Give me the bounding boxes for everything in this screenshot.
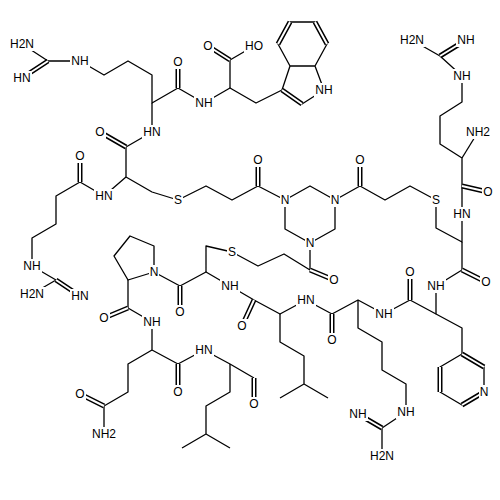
atom-label: HO bbox=[244, 39, 264, 53]
atom-label: O bbox=[252, 153, 263, 167]
atom-label: NH bbox=[142, 315, 161, 329]
atom-label: HN bbox=[70, 289, 89, 303]
atom-label: H2N bbox=[9, 37, 35, 51]
bond-path bbox=[126, 103, 335, 243]
atom-label: NH bbox=[348, 407, 367, 421]
bond-path bbox=[280, 314, 328, 398]
atom-label: H2N bbox=[399, 33, 425, 47]
atom-label: HN bbox=[452, 207, 471, 221]
atom-label: O bbox=[174, 305, 185, 319]
atom-label: NH bbox=[22, 259, 41, 273]
atom-label: NH2 bbox=[465, 125, 491, 139]
bond-path bbox=[22, 44, 282, 103]
double-bonds bbox=[22, 22, 488, 428]
atom-label: HN bbox=[296, 293, 315, 307]
atom-label: S bbox=[173, 193, 183, 207]
atom-label: O bbox=[74, 387, 85, 401]
atom-label: O bbox=[480, 275, 491, 289]
atom-label: O bbox=[98, 311, 109, 325]
bond-path bbox=[358, 300, 406, 456]
atom-label: HN bbox=[194, 343, 213, 357]
bond-path bbox=[182, 364, 230, 448]
atom-label: O bbox=[354, 153, 365, 167]
atom-label: O bbox=[328, 273, 339, 287]
atom-label: O bbox=[74, 149, 85, 163]
atom-label: O bbox=[404, 265, 415, 279]
atom-label: O bbox=[202, 39, 213, 53]
atom-label: NH2 bbox=[91, 427, 117, 441]
atom-label: O bbox=[482, 185, 493, 199]
atom-label: HN bbox=[12, 71, 31, 85]
atom-label: O bbox=[172, 55, 183, 69]
bond-path bbox=[436, 242, 462, 354]
atom-label: O bbox=[236, 319, 247, 333]
atom-label: O bbox=[248, 397, 259, 411]
atom-label: NH bbox=[426, 279, 445, 293]
double-bond-outer bbox=[22, 22, 488, 428]
atom-label: S bbox=[431, 193, 441, 207]
atom-label: NH bbox=[374, 307, 393, 321]
bond-path bbox=[335, 40, 462, 242]
atom-label: NH bbox=[70, 54, 89, 68]
atom-label: O bbox=[326, 333, 337, 347]
bond-path bbox=[206, 243, 310, 272]
bond-path bbox=[128, 280, 254, 378]
atom-label: NH bbox=[452, 69, 471, 83]
atom-label: N bbox=[305, 236, 316, 250]
bond-path bbox=[104, 350, 152, 434]
atom-label: N bbox=[479, 385, 490, 399]
atom-label: N bbox=[149, 265, 160, 279]
atom-label: O bbox=[94, 125, 105, 139]
atom-label: NH bbox=[314, 83, 333, 97]
atom-label: H2N bbox=[369, 449, 395, 463]
atom-label: NH bbox=[194, 96, 213, 110]
atom-label: S bbox=[227, 245, 237, 259]
atom-label: NH bbox=[396, 405, 415, 419]
atom-label: N bbox=[330, 193, 341, 207]
atom-label: HN bbox=[142, 125, 161, 139]
atom-label: NH bbox=[220, 279, 239, 293]
atom-label: H2N bbox=[19, 287, 45, 301]
atom-label: HN bbox=[94, 189, 113, 203]
bond-path bbox=[154, 272, 436, 314]
atom-label: O bbox=[172, 385, 183, 399]
atom-label: NH bbox=[456, 33, 475, 47]
atom-label: N bbox=[280, 193, 291, 207]
double-bond-gap bbox=[22, 22, 488, 428]
bond-path bbox=[32, 177, 126, 294]
